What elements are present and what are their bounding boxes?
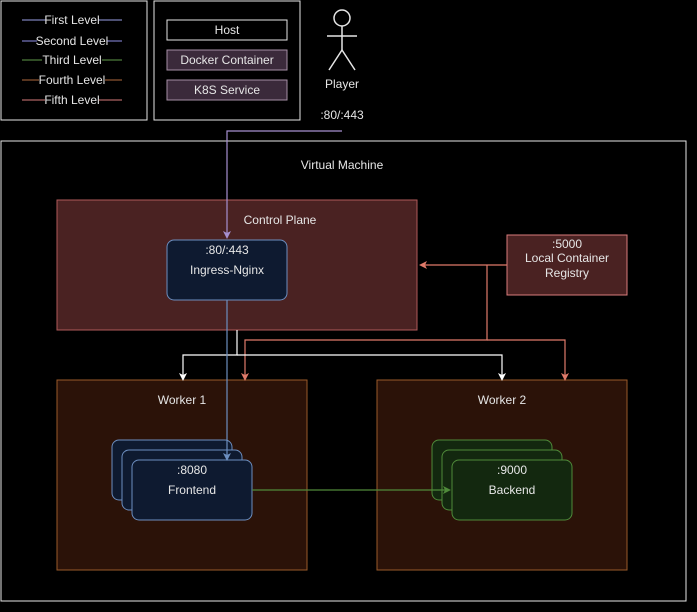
type-legend: Host Docker Container K8S Service xyxy=(153,0,301,121)
backend-stack: :9000 Backend xyxy=(431,439,573,521)
ingress-label: Ingress-Nginx xyxy=(190,263,264,277)
registry-label-line1: Local Container xyxy=(525,251,609,265)
k8s-service-legend-label: K8S Service xyxy=(194,83,260,97)
control-plane-label: Control Plane xyxy=(244,213,317,227)
frontend-stack: :8080 Frontend xyxy=(111,439,253,521)
first-level-label: First Level xyxy=(44,13,99,27)
docker-container-legend-swatch xyxy=(166,49,288,71)
backend-label: Backend xyxy=(489,483,536,497)
player-actor xyxy=(327,9,357,71)
player-port-label: :80/:443 xyxy=(320,108,364,122)
registry-connectors xyxy=(241,261,569,381)
host-legend-swatch xyxy=(166,19,288,41)
worker2-label: Worker 2 xyxy=(478,393,527,407)
level-legend: First Level Second Level Third Level Fou… xyxy=(0,0,148,121)
host-legend-label: Host xyxy=(215,23,240,37)
fourth-level-label: Fourth Level xyxy=(39,73,106,87)
control-plane-connectors xyxy=(179,330,506,381)
virtual-machine-label: Virtual Machine xyxy=(301,158,384,172)
docker-container-legend-label: Docker Container xyxy=(180,53,273,67)
ingress-port-label: :80/:443 xyxy=(205,243,249,257)
k8s-service-legend-swatch xyxy=(166,79,288,101)
frontend-label: Frontend xyxy=(168,483,216,497)
player-to-ingress-arrow xyxy=(223,130,342,239)
player-head-icon xyxy=(333,9,351,27)
third-level-label: Third Level xyxy=(42,53,101,67)
registry-box xyxy=(506,234,628,296)
backend-service xyxy=(451,459,573,521)
frontend-port-label: :8080 xyxy=(177,463,207,477)
player-label: Player xyxy=(325,77,359,91)
fifth-level-label: Fifth Level xyxy=(44,93,99,107)
registry-port-label: :5000 xyxy=(552,237,582,251)
second-level-label: Second Level xyxy=(36,34,109,48)
backend-port-label: :9000 xyxy=(497,463,527,477)
registry-label-line2: Registry xyxy=(545,266,589,280)
worker1-label: Worker 1 xyxy=(158,393,207,407)
